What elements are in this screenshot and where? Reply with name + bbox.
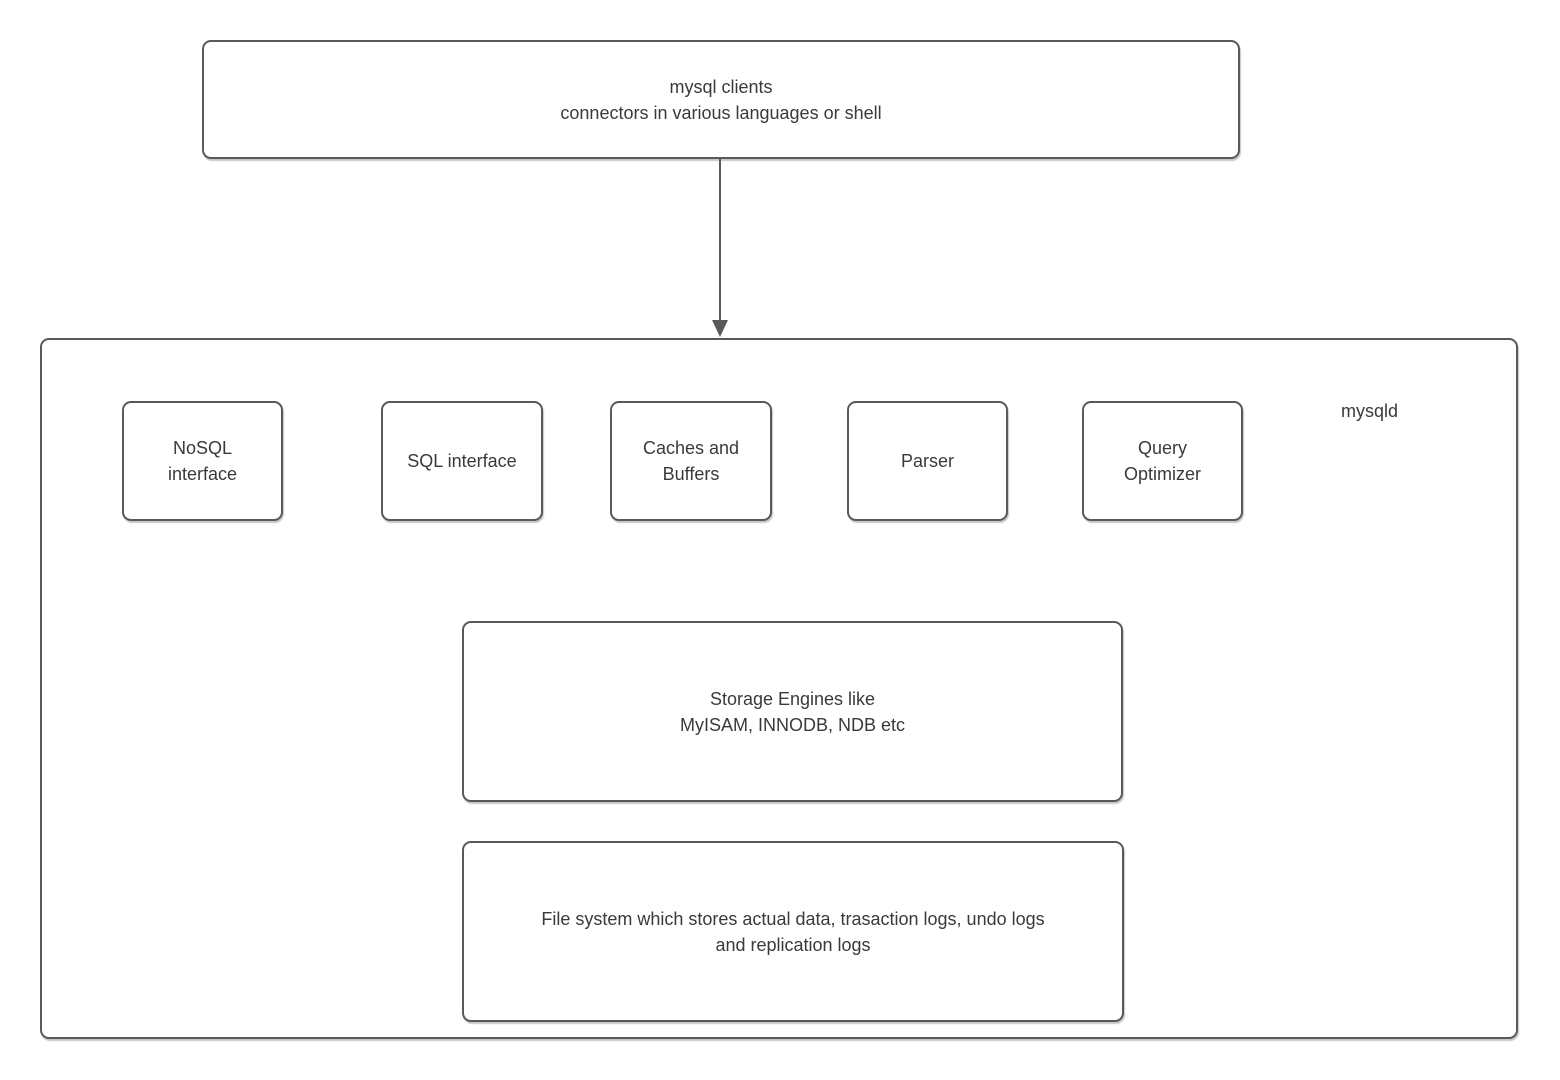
mysqld-container: mysqld NoSQL interface SQL interface Cac… [40, 338, 1518, 1039]
component-nosql-interface: NoSQL interface [122, 401, 283, 521]
mysql-clients-label: mysql clients connectors in various lang… [560, 76, 882, 123]
component-nosql-interface-label: NoSQL interface [167, 438, 238, 484]
mysqld-label: mysqld [1340, 401, 1398, 421]
component-parser-label: Parser [900, 451, 954, 471]
file-system-label: File system which stores actual data, tr… [541, 908, 1045, 955]
component-sql-interface-label: SQL interface [407, 451, 517, 471]
mysql-clients-box: mysql clients connectors in various lang… [202, 40, 1240, 159]
flow-arrow [712, 159, 728, 337]
component-caches-buffers: Caches and Buffers [610, 401, 772, 521]
component-parser: Parser [847, 401, 1008, 521]
component-query-optimizer: Query Optimizer [1082, 401, 1243, 521]
storage-engines-label: Storage Engines like MyISAM, INNODB, NDB… [679, 688, 906, 735]
component-query-optimizer-label: Query Optimizer [1123, 438, 1201, 484]
component-sql-interface: SQL interface [381, 401, 543, 521]
storage-engines-box: Storage Engines like MyISAM, INNODB, NDB… [462, 621, 1123, 802]
component-caches-buffers-label: Caches and Buffers [642, 438, 740, 484]
file-system-box: File system which stores actual data, tr… [462, 841, 1124, 1022]
